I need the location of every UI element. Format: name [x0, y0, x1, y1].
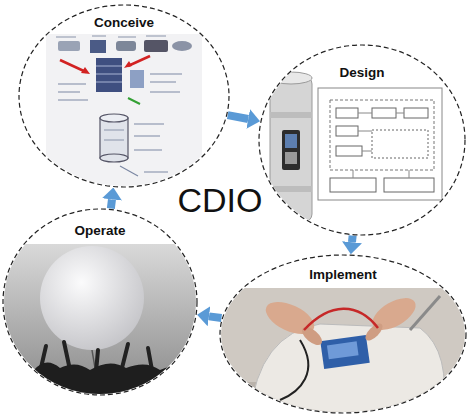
stage-heading: Operate: [2, 222, 198, 240]
concept-sketch: [46, 34, 202, 186]
design-drawing-part: [404, 108, 428, 118]
heading-wrap: Implement: [219, 266, 467, 284]
stage-circle: Implement: [219, 254, 467, 414]
concept-sketch-part: [124, 61, 132, 68]
operate-photo-part: [0, 244, 200, 404]
design-drawing: [270, 72, 442, 222]
heading-wrap: Design: [258, 64, 466, 82]
implement-photo-part: [280, 340, 308, 400]
concept-sketch-part: [120, 124, 168, 176]
cycle-arrow: [209, 316, 222, 318]
design-drawing-part: [384, 178, 434, 192]
concept-sketch-part: [96, 66, 122, 82]
design-drawing-part: [330, 100, 434, 170]
stage-circle: Design: [258, 44, 466, 236]
heading-wrap: Operate: [2, 222, 198, 240]
concept-sketch-part: [56, 36, 166, 37]
implement-photo-part: [304, 309, 378, 330]
circle-outline-layer: [18, 4, 230, 188]
cycle-arrow: [228, 115, 249, 119]
concept-sketch-part: [104, 130, 124, 140]
implement-photo-part: [320, 335, 369, 369]
concept-sketch-part: [58, 41, 80, 51]
concept-sketch-part: [100, 114, 128, 122]
design-drawing-part: [285, 134, 297, 148]
concept-sketch-part: [90, 40, 106, 53]
circle-outline: [259, 45, 465, 235]
design-drawing-part: [318, 88, 442, 200]
design-drawing-part: [336, 146, 362, 156]
design-drawing-part: [336, 108, 358, 118]
concept-sketch-part: [144, 40, 168, 52]
concept-sketch-part: [100, 118, 128, 158]
heading-wrap: Conceive: [18, 14, 230, 32]
concept-sketch-part: [58, 74, 182, 100]
stage-circle: Operate: [2, 208, 198, 396]
design-drawing-part: [336, 126, 358, 136]
implement-photo: [219, 288, 467, 415]
operate-photo-part: [40, 246, 144, 350]
concept-sketch-part: [128, 98, 140, 104]
operate-photo-part: [0, 362, 200, 404]
circle-outline: [3, 209, 197, 395]
design-drawing-part: [330, 178, 376, 192]
implement-photo-part: [219, 288, 467, 415]
design-drawing-part: [372, 108, 396, 118]
design-drawing-part: [372, 130, 428, 158]
implement-photo-part: [327, 341, 359, 359]
design-drawing-part: [282, 130, 300, 170]
implement-photo-part: [410, 296, 440, 330]
design-drawing-part: [285, 152, 297, 164]
concept-sketch-part: [130, 70, 144, 88]
circle-outline: [220, 255, 466, 413]
stage-heading: Design: [258, 64, 466, 82]
stage-heading: Conceive: [18, 14, 230, 32]
center-label: CDIO: [178, 180, 263, 220]
design-drawing-part: [353, 113, 409, 178]
cycle-arrow: [348, 236, 357, 243]
design-drawing-part: [270, 72, 312, 84]
concept-sketch-part: [116, 41, 136, 51]
cycle-arrow: [111, 199, 112, 208]
stage-circle: Conceive: [18, 4, 230, 188]
concept-sketch-part: [60, 60, 86, 72]
concept-sketch-part: [100, 154, 128, 162]
operate-photo: [0, 244, 200, 404]
concept-sketch-part: [128, 56, 150, 66]
stage-heading: Implement: [219, 266, 467, 284]
label-wrap: CDIO: [178, 180, 263, 220]
concept-sketch-part: [172, 41, 192, 51]
design-drawing-part: [270, 76, 312, 222]
concept-sketch-part: [96, 58, 122, 92]
design-drawing-part: [270, 186, 312, 192]
concept-sketch-part: [46, 34, 202, 186]
design-drawing-part: [270, 112, 312, 118]
circle-outline: [19, 5, 229, 187]
concept-sketch-part: [81, 67, 90, 74]
